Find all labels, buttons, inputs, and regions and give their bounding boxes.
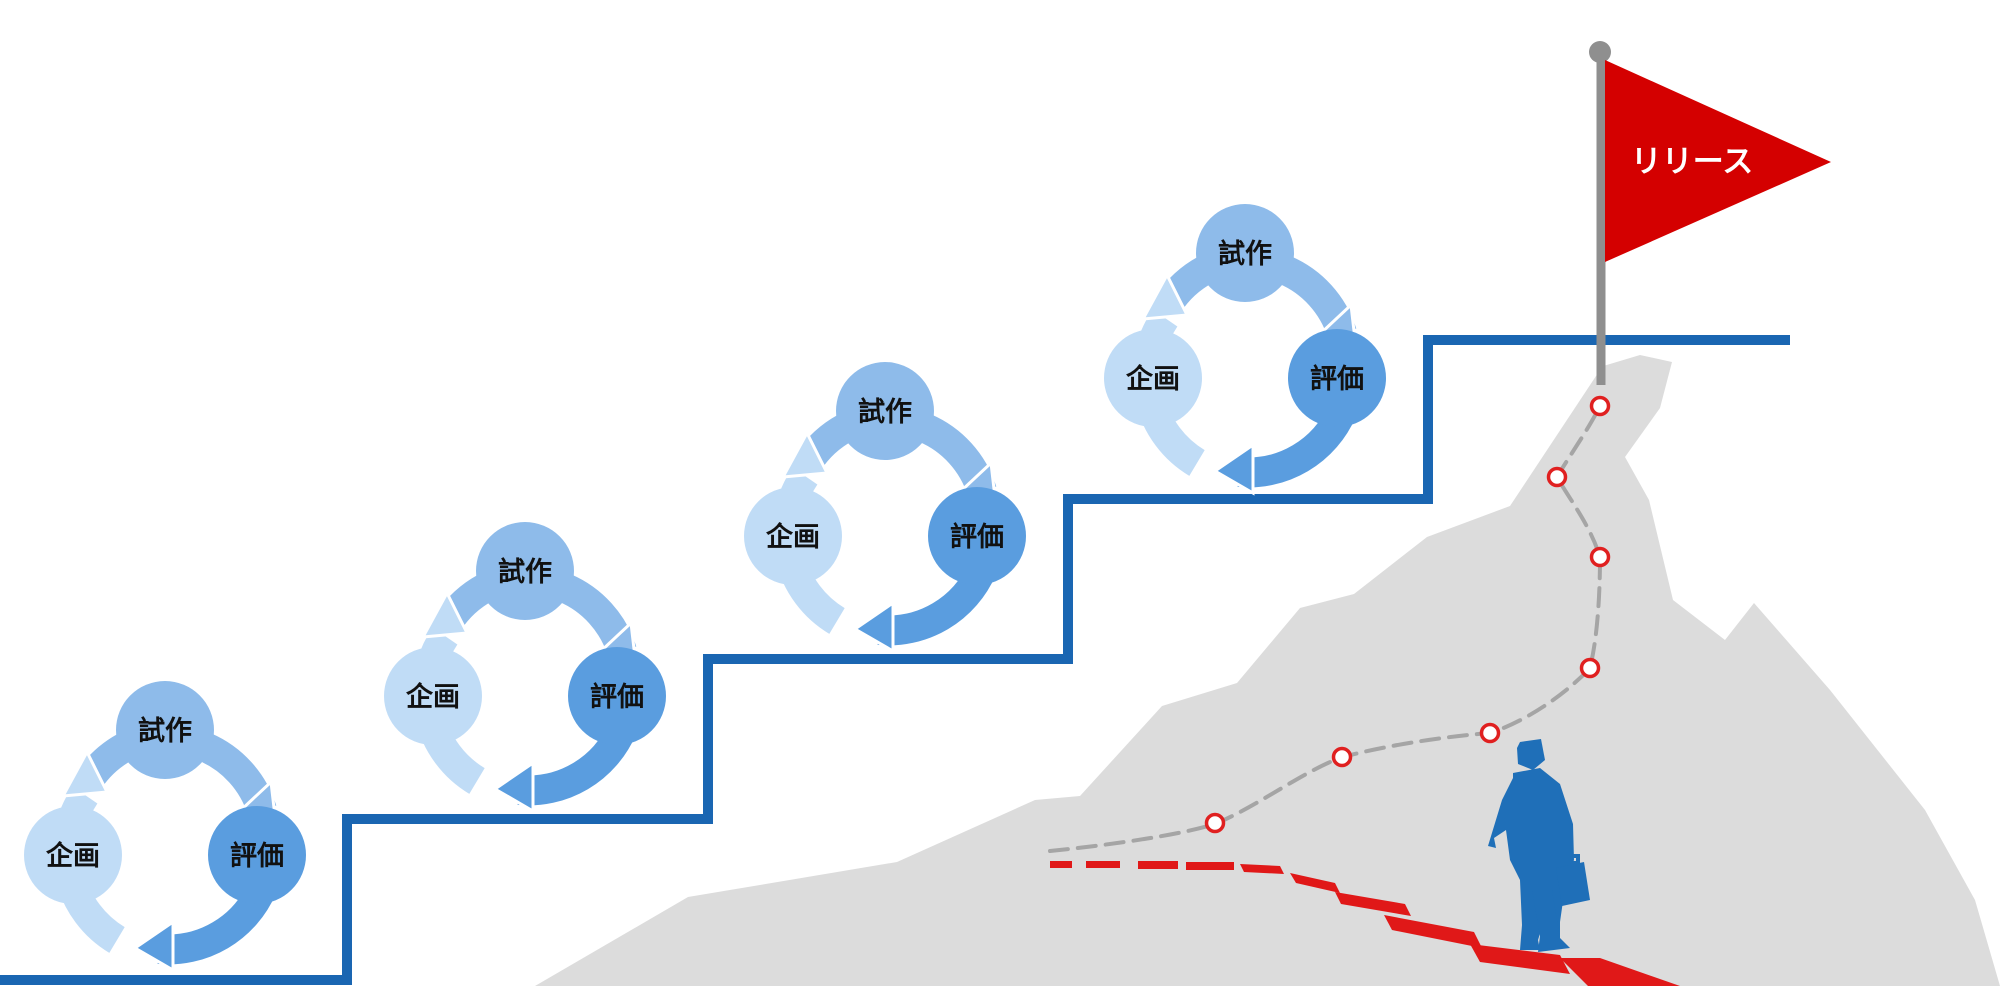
- flag-banner: [1605, 60, 1831, 262]
- path-marker: [1589, 395, 1611, 417]
- node-left: [1104, 329, 1202, 427]
- node-left-label: 企画: [46, 840, 100, 872]
- red-trail: [1050, 861, 1680, 986]
- path-marker: [1579, 657, 1601, 679]
- arrowhead-right-left: [1212, 442, 1255, 496]
- mountain: [535, 355, 2000, 986]
- arrowhead-right-left: [852, 600, 895, 654]
- staircase-line: [0, 335, 1790, 985]
- node-top: [1196, 204, 1294, 302]
- node-top-label: 試作: [138, 715, 192, 747]
- node-top-label: 試作: [498, 556, 552, 588]
- arrowhead-left-top: [1140, 271, 1190, 321]
- node-right-label: 評価: [590, 681, 644, 713]
- person-head: [1517, 739, 1545, 770]
- release-flag: リリース: [1589, 41, 1831, 385]
- node-right-label: 評価: [230, 840, 284, 872]
- node-top: [836, 362, 934, 460]
- node-right-label: 評価: [950, 521, 1004, 553]
- node-left: [24, 806, 122, 904]
- node-left: [744, 487, 842, 585]
- mountain-main: [535, 355, 2000, 986]
- flag-label: リリース: [1631, 144, 1753, 180]
- trail-segment: [1560, 958, 1680, 986]
- trail-segment: [1050, 861, 1072, 868]
- briefcase-icon: [1556, 862, 1590, 906]
- summit-path: [1048, 395, 1611, 853]
- node-left-label: 企画: [406, 681, 460, 713]
- arrowhead-left-top: [780, 429, 830, 479]
- path-marker: [1331, 746, 1353, 768]
- node-left: [384, 647, 482, 745]
- trail-segment: [1240, 864, 1284, 874]
- trail-segment: [1470, 944, 1570, 974]
- cycle-diagram-4: 試作 評価 企画: [1104, 204, 1386, 496]
- flag-pole-cap: [1589, 41, 1611, 63]
- node-top-label: 試作: [1218, 238, 1272, 270]
- node-left-label: 企画: [766, 521, 820, 553]
- trail-segment: [1384, 915, 1482, 948]
- path-marker: [1589, 546, 1611, 568]
- person-leg-back: [1532, 890, 1570, 952]
- cycle-group: 試作 評価 企画 試作 評価 企画: [24, 204, 1386, 973]
- node-right-label: 評価: [1310, 363, 1364, 395]
- node-top-label: 試作: [858, 396, 912, 428]
- arrowhead-right-left: [132, 919, 175, 973]
- trail-segment: [1290, 873, 1340, 893]
- node-right: [1288, 329, 1386, 427]
- briefcase-handle-icon: [1562, 854, 1580, 865]
- cycle-diagram-2: 試作 評価 企画: [384, 522, 666, 814]
- cycle-diagram-1: 試作 評価 企画: [24, 681, 306, 973]
- arrowhead-left-top: [60, 748, 110, 798]
- trail-segment: [1086, 861, 1120, 868]
- node-top: [116, 681, 214, 779]
- node-left-label: 企画: [1126, 363, 1180, 395]
- trail-segment: [1335, 892, 1411, 916]
- node-right: [928, 487, 1026, 585]
- businessman-figure: [1488, 739, 1590, 952]
- path-marker: [1546, 466, 1568, 488]
- trail-segment: [1138, 861, 1178, 869]
- cycle-diagram-3: 試作 評価 企画: [744, 362, 1026, 654]
- node-right: [208, 806, 306, 904]
- arrowhead-left-top: [420, 589, 470, 639]
- path-marker: [1204, 812, 1226, 834]
- trail-segment: [1186, 862, 1234, 870]
- node-top: [476, 522, 574, 620]
- arrowhead-right-left: [492, 760, 535, 814]
- node-right: [568, 647, 666, 745]
- path-marker: [1479, 722, 1501, 744]
